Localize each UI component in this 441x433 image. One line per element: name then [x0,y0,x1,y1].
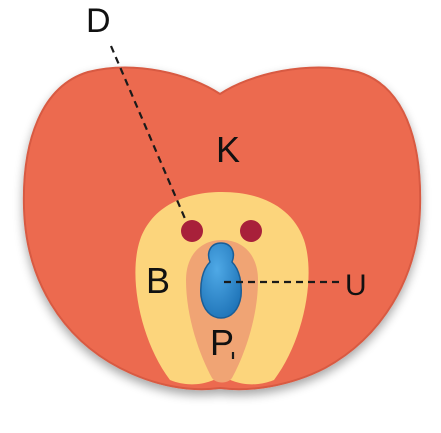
label-k: K [216,129,240,170]
label-b: B [146,260,170,301]
label-d: D [86,2,111,40]
label-p: P [210,322,234,363]
small-circle-left [181,220,203,242]
label-u: U [345,269,367,302]
small-circle-right [240,220,262,242]
